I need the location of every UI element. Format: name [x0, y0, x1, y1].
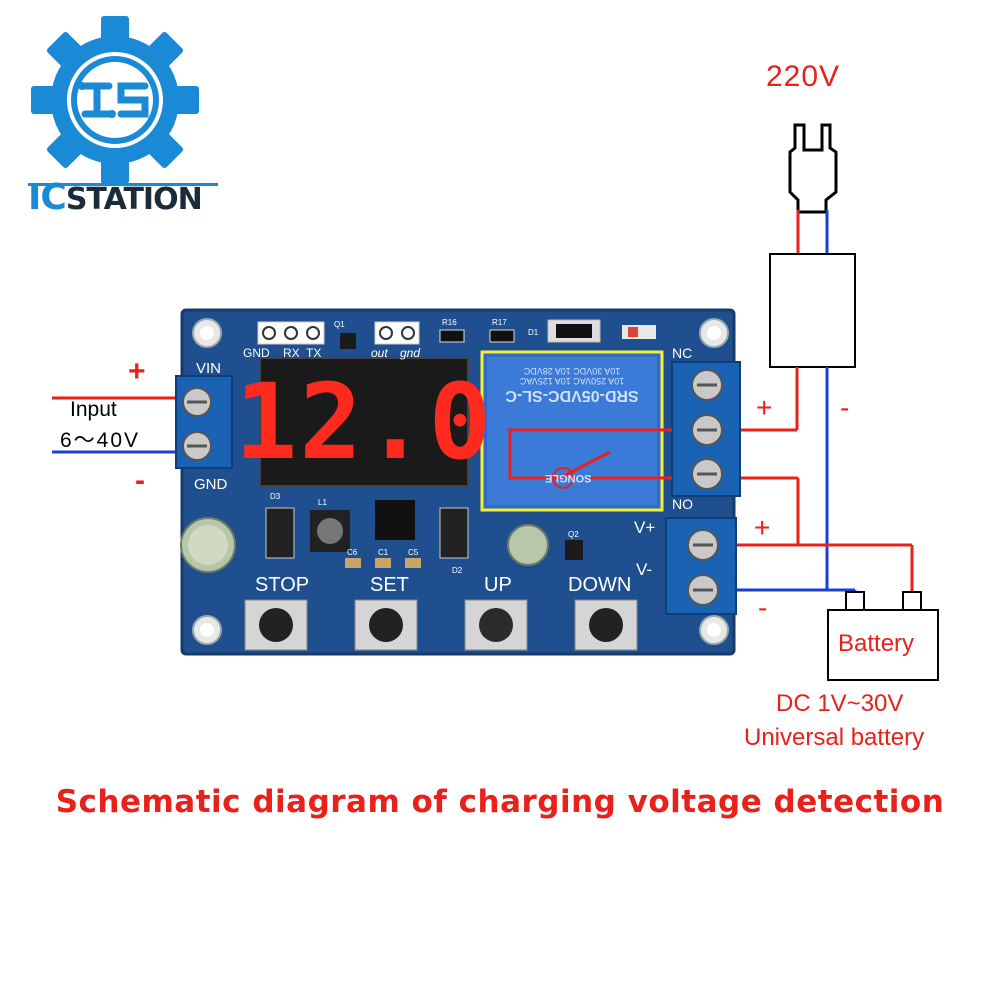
input-plus-label: + — [128, 355, 146, 388]
charger-box — [769, 253, 856, 368]
battery-spec-1: DC 1V~30V — [776, 690, 904, 717]
r16-label: R16 — [442, 318, 457, 327]
tact-switches — [244, 599, 638, 651]
d1-label: D1 — [528, 328, 539, 337]
nc-label: NC — [672, 345, 693, 361]
gnd-label: GND — [194, 476, 228, 493]
brand-name-station: STATION — [65, 182, 203, 217]
d2-label: D2 — [452, 566, 463, 575]
q1-label: Q1 — [334, 320, 345, 329]
battery-body — [827, 609, 939, 681]
battery-label: Battery — [838, 630, 915, 657]
set-button-label: SET — [370, 574, 409, 596]
down-button-label: DOWN — [568, 574, 632, 596]
battery-terminal-negative — [845, 591, 865, 611]
battery-terminal-positive — [902, 591, 922, 611]
q2-label: Q2 — [568, 530, 579, 539]
c6-label: C6 — [347, 548, 358, 557]
no-label: NO — [672, 496, 693, 512]
logo-underline — [28, 183, 218, 186]
seven-segment-display: 12.0 — [234, 361, 494, 483]
relay-model: SRD-05VDC-SL-C — [505, 387, 639, 404]
relay-brand: SONGLE — [545, 472, 592, 484]
input-label: Input — [70, 398, 117, 421]
mains-voltage-label: 220V — [766, 60, 841, 93]
relay-side-plus: + — [756, 392, 773, 423]
input-range-label: 6～40V — [60, 429, 141, 452]
c1-label: C1 — [378, 548, 389, 557]
relay-contact-marker — [552, 467, 574, 489]
relay-rating-2: 10A 30VDC 10A 28VDC — [523, 366, 621, 376]
stop-button-label: STOP — [255, 574, 310, 596]
brand-name: ICSTATION — [28, 177, 203, 220]
relay-rating-1: 10A 250VAC 10A 125VAC — [519, 376, 625, 386]
header-out-label: out — [371, 346, 388, 360]
relay-side-minus: - — [840, 392, 850, 423]
r17-label: R17 — [492, 318, 507, 327]
vin-label: VIN — [196, 360, 222, 377]
header-rx-label: RX — [283, 346, 300, 360]
header-tx-label: TX — [306, 346, 322, 360]
vminus-label: V- — [636, 560, 653, 579]
gear-logo-icon: IS — [31, 16, 199, 184]
l1-label: L1 — [318, 498, 327, 507]
battery-spec-2: Universal battery — [744, 724, 925, 751]
c5-label: C5 — [408, 548, 419, 557]
battery-side-minus: - — [758, 592, 768, 623]
diagram-caption: Schematic diagram of charging voltage de… — [55, 784, 945, 820]
d3-label: D3 — [270, 492, 281, 501]
mains-plug-icon — [788, 123, 838, 214]
header-gnd-label: GND — [243, 346, 270, 360]
header-gnd2-label: gnd — [400, 346, 421, 360]
brand-name-ic: IC — [28, 177, 67, 218]
input-minus-label: - — [135, 464, 145, 497]
vplus-label: V+ — [634, 518, 656, 537]
battery-side-plus: + — [754, 512, 771, 543]
up-button-label: UP — [484, 574, 512, 596]
